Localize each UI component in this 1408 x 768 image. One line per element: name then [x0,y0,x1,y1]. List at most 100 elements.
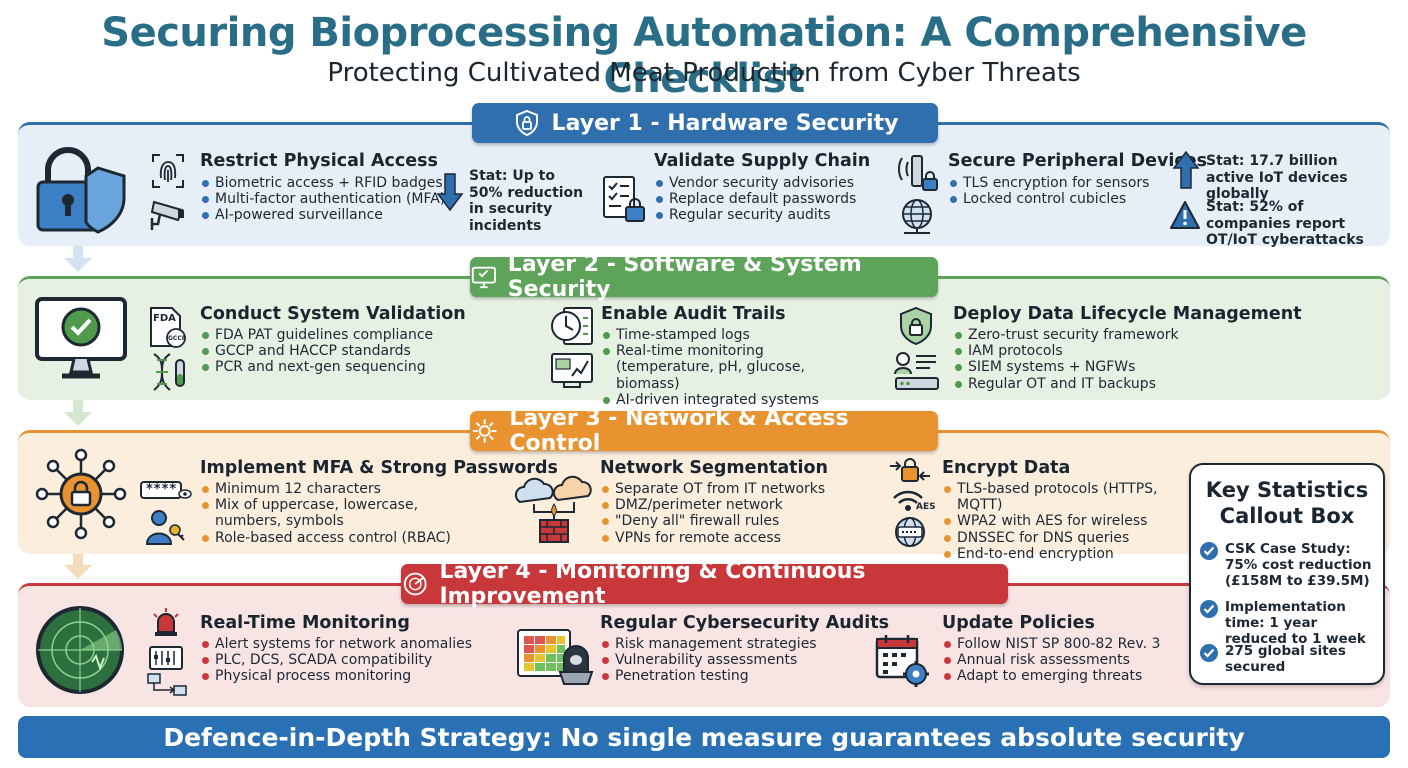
section-title-validate-supply-chain: Validate Supply Chain [654,151,871,171]
bullet-list-update-policies: Follow NIST SP 800-82 Rev. 3 Annual risk… [942,636,1182,685]
section-title-restrict-physical-access: Restrict Physical Access [200,151,438,171]
callout-item: CSK Case Study: 75% cost reduction (£158… [1199,541,1381,589]
section-title-real-time-monitoring: Real-Time Monitoring [200,613,410,633]
bullet-list-validate-supply-chain: Vendor security advisories Replace defau… [654,175,884,224]
list-item: Follow NIST SP 800-82 Rev. 3 [942,636,1182,652]
footer-banner: Defence-in-Depth Strategy: No single mea… [18,716,1390,758]
checklist-lock-icon [603,176,645,222]
padlock-shield-icon [36,147,126,234]
list-item: Risk management strategies [600,636,860,652]
layer-3-banner-label: Layer 3 - Network & Access Control [509,406,849,456]
network-lock-icon [35,448,127,540]
layer-2-banner-label: Layer 2 - Software & System Security [507,252,862,302]
warning-icon [1170,201,1200,229]
connector-arrow-1 [73,246,83,260]
list-item: Adapt to emerging threats [942,668,1182,684]
globe-network-icon [902,199,932,234]
user-server-icon [894,352,939,390]
section-title-implement-mfa-strong-passwords: Implement MFA & Strong Passwords [200,458,558,478]
list-item: DNSSEC for DNS queries [942,530,1187,546]
bullet-list-enable-audit-trails: Time-stamped logs Real-time monitoring (… [601,327,851,408]
list-item: Locked control cubicles [948,191,1158,207]
list-item: Real-time monitoring (temperature, pH, g… [601,343,851,392]
padlock-transfer-icon [890,458,930,482]
computer-check-icon [35,297,127,379]
password-field-icon: **** [140,480,192,502]
process-flow-icon [147,673,187,696]
bullet-list-secure-peripheral-devices: TLS encryption for sensors Locked contro… [948,175,1158,207]
security-camera-icon [150,200,184,230]
list-item: Alert systems for network anomalies [200,636,480,652]
fingerprint-icon [152,154,184,188]
bullet-list-encrypt-data: TLS-based protocols (HTTPS, MQTT) WPA2 w… [942,481,1187,562]
risk-matrix-hacker-icon [517,629,594,685]
section-title-deploy-data-lifecycle-management: Deploy Data Lifecycle Management [953,304,1302,324]
list-item: GCCP and HACCP standards [200,343,460,359]
list-item: Vendor security advisories [654,175,884,191]
alarm-light-icon [153,608,179,636]
list-item: PCR and next-gen sequencing [200,359,460,375]
monitoring-dashboard-icon [551,353,593,388]
fda-document-icon: FDA GCCP [148,306,188,348]
check-circle-icon [1200,542,1218,560]
layer-3-banner: Layer 3 - Network & Access Control [470,406,938,456]
bullet-list-network-segmentation: Separate OT from IT networks DMZ/perimet… [600,481,860,546]
list-item: PLC, DCS, SCADA compatibility [200,652,480,668]
section-title-network-segmentation: Network Segmentation [600,458,829,478]
list-item: Regular OT and IT backups [953,376,1213,392]
list-item: AI-driven integrated systems [601,392,851,408]
stat-security-incidents: Stat: Up to 50% reduction in security in… [469,168,584,234]
bullet-list-conduct-system-validation: FDA PAT guidelines compliance GCCP and H… [200,327,460,376]
layer-2-banner: Layer 2 - Software & System Security [470,252,938,302]
callout-item-text: Implementation time: 1 year reduced to 1… [1225,599,1366,647]
list-item: Physical process monitoring [200,668,480,684]
list-item: AI-powered surveillance [200,207,450,223]
callout-item-text: CSK Case Study: 75% cost reduction (£158… [1225,541,1372,589]
bullet-list-deploy-data-lifecycle-management: Zero-trust security framework IAM protoc… [953,327,1213,392]
stat-ot-iot-cyberattacks: Stat: 52% of companies report OT/IoT cyb… [1206,199,1364,248]
password-mask: **** [146,482,178,497]
list-item: Zero-trust security framework [953,327,1213,343]
callout-item-text: 275 global sites secured [1225,643,1346,675]
list-item: Minimum 12 characters [200,481,470,497]
list-item: End-to-end encryption [942,546,1187,562]
list-item: Replace default passwords [654,191,884,207]
connector-arrow-1-head [64,258,92,272]
list-item: TLS encryption for sensors [948,175,1158,191]
clock-document-icon [551,307,593,345]
list-item: Time-stamped logs [601,327,851,343]
shield-lock-icon [515,109,538,137]
monitor-icon [471,266,496,289]
list-item: TLS-based protocols (HTTPS, MQTT) [942,481,1187,513]
bullet-list-regular-cybersecurity-audits: Risk management strategies Vulnerability… [600,636,860,685]
bullet-list-real-time-monitoring: Alert systems for network anomalies PLC,… [200,636,480,685]
callout-title: Key Statistics Callout Box [1205,478,1369,528]
radar-icon [403,572,427,596]
layer-4-banner-label: Layer 4 - Monitoring & Continuous Improv… [439,559,866,609]
fda-label: FDA [153,313,176,324]
cloud-firewall-icon [514,475,592,543]
callout-item: 275 global sites secured [1199,643,1381,675]
arrow-up-icon [1172,150,1200,189]
list-item: Regular security audits [654,207,884,223]
list-item: VPNs for remote access [600,530,860,546]
bullet-list-restrict-physical-access: Biometric access + RFID badges Multi-fac… [200,175,450,224]
section-title-encrypt-data: Encrypt Data [942,458,1071,478]
list-item: Penetration testing [600,668,860,684]
section-title-update-policies: Update Policies [942,613,1095,633]
radar-screen-icon [36,606,124,694]
list-item: Biometric access + RFID badges [200,175,450,191]
list-item: Annual risk assessments [942,652,1182,668]
aes-label: AES [916,502,936,512]
dna-test-tube-icon [153,353,185,391]
shield-lock-icon [900,306,932,346]
layer-1-banner-label: Layer 1 - Hardware Security [551,110,899,136]
section-title-regular-cybersecurity-audits: Regular Cybersecurity Audits [600,613,890,633]
encrypted-globe-icon [895,517,925,547]
list-item: Mix of uppercase, lowercase, numbers, sy… [200,497,470,529]
connector-arrow-3-head [64,565,92,579]
connector-arrow-2 [73,400,83,414]
check-circle-icon [1200,644,1218,662]
bullet-list-implement-mfa-strong-passwords: Minimum 12 characters Mix of uppercase, … [200,481,470,546]
check-circle-icon [1200,600,1218,618]
